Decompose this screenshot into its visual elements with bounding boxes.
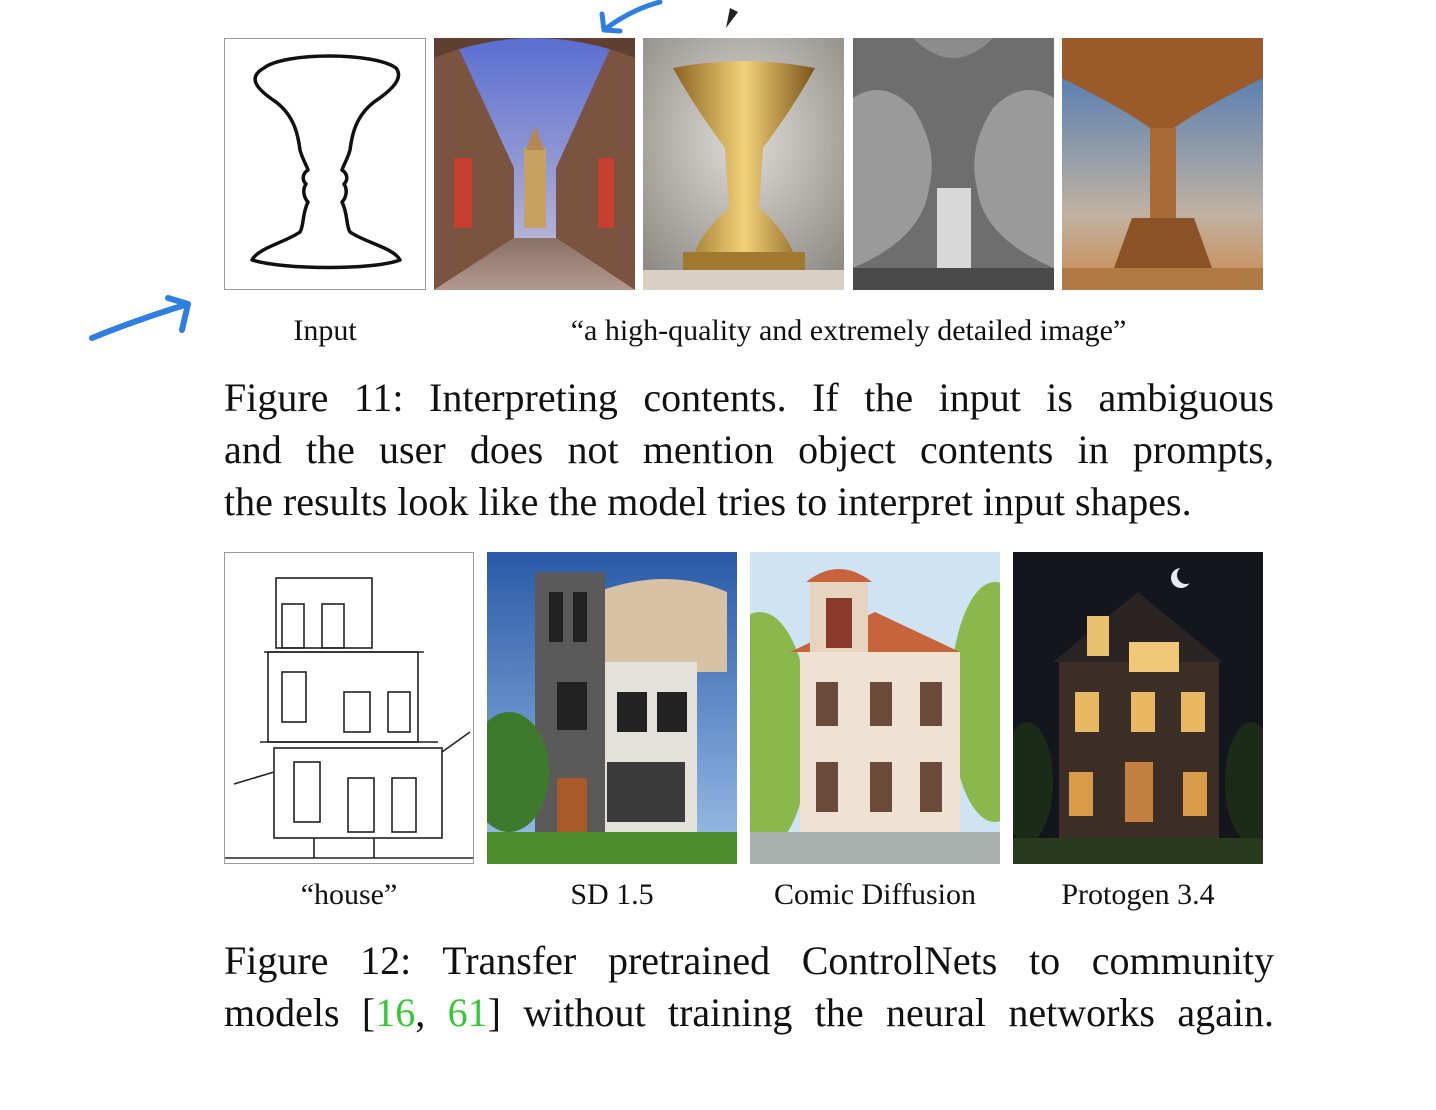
protogen-label: Protogen 3.4 — [1061, 878, 1215, 911]
caption-line: and the user does not mention object con… — [224, 427, 1274, 472]
pen-arrow-left — [89, 295, 191, 341]
house-comic-diffusion-image — [750, 552, 1000, 864]
citation-link[interactable]: 16 — [375, 990, 416, 1035]
caption-line: models [16, 61] without training the neu… — [224, 987, 1274, 1039]
citation-link[interactable]: 61 — [447, 990, 488, 1035]
sd15-label: SD 1.5 — [570, 878, 654, 911]
pen-cursor-icon — [726, 8, 738, 28]
output-image-stone-faces — [853, 38, 1054, 290]
caption-line: the results look like the model tries to… — [224, 479, 1192, 524]
input-label: Input — [293, 314, 357, 347]
house-sd15-image — [487, 552, 737, 864]
house-sketch-image — [224, 552, 474, 864]
caption-text: , — [415, 990, 448, 1035]
pen-arrow-top — [599, 0, 663, 34]
house-label: “house” — [300, 878, 398, 911]
input-sketch-image — [224, 38, 426, 290]
figure-11-caption: Figure 11: Interpreting contents. If the… — [224, 372, 1274, 528]
caption-text: ] without training the neural networks a… — [487, 990, 1275, 1035]
output-image-corridor — [434, 38, 635, 290]
figure-12-caption: Figure 12: Transfer pretrained ControlNe… — [224, 935, 1274, 1039]
caption-text: models [ — [224, 990, 376, 1035]
caption-line: Figure 11: Interpreting contents. If the… — [224, 375, 1274, 420]
comic-diffusion-label: Comic Diffusion — [774, 878, 976, 911]
output-image-golden-vase — [643, 38, 844, 290]
caption-line: Figure 12: Transfer pretrained ControlNe… — [224, 938, 1274, 983]
prompt-label: “a high-quality and extremely detailed i… — [570, 314, 1127, 347]
house-protogen-image — [1013, 552, 1263, 864]
output-image-stone-pedestal — [1062, 38, 1263, 290]
